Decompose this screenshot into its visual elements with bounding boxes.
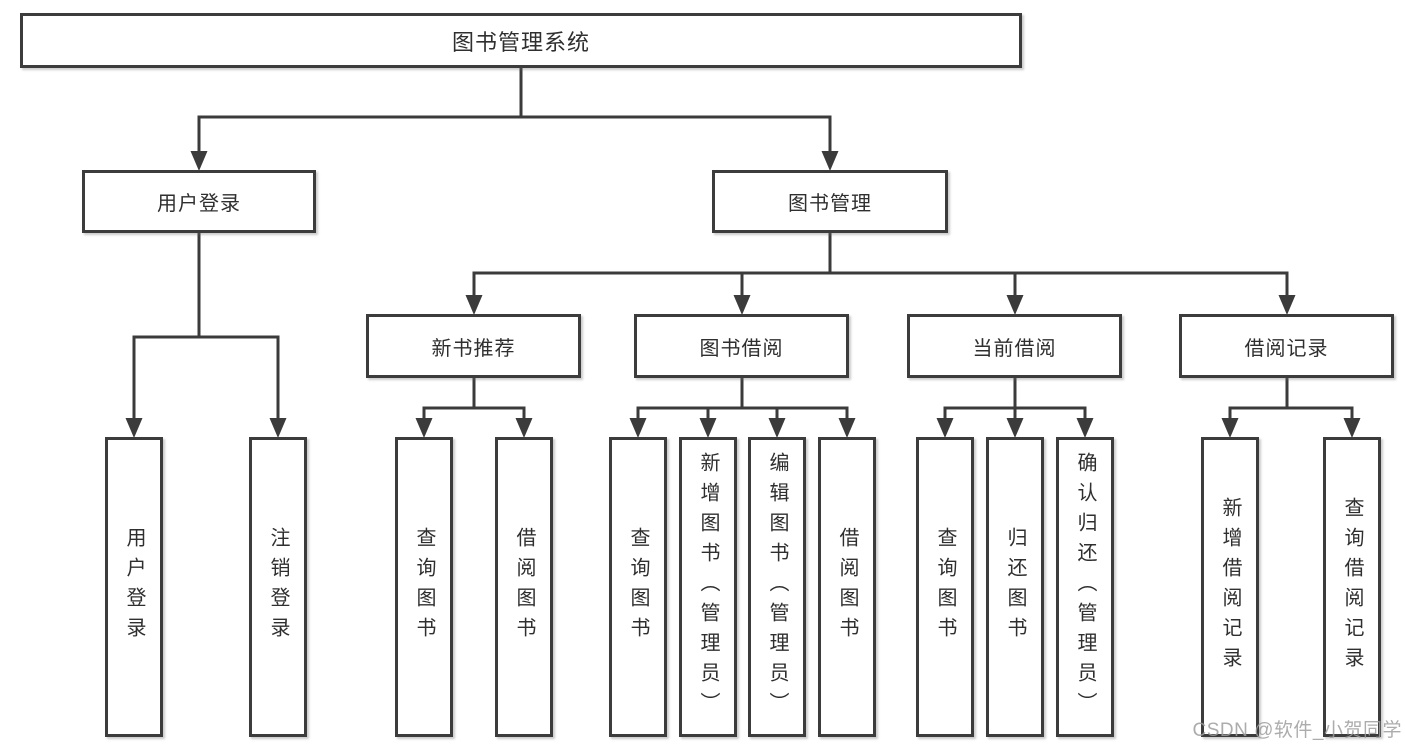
leaf-add-book-admin-label: 新增图书（管理员） xyxy=(697,452,719,722)
node-book-management-branch: 图书管理 xyxy=(712,170,948,233)
csdn-watermark: CSDN @软件_小贺同学 xyxy=(1192,720,1402,741)
leaf-logout: 注销登录 xyxy=(249,437,307,737)
leaf-recommend-query-book-label: 查询图书 xyxy=(413,527,435,647)
node-root-label: 图书管理系统 xyxy=(451,29,590,55)
leaf-user-login-label: 用户登录 xyxy=(123,527,145,647)
leaf-confirm-return-admin-label: 确认归还（管理员） xyxy=(1074,452,1096,722)
node-user-login-branch-label: 用户登录 xyxy=(157,193,241,215)
node-borrow-record: 借阅记录 xyxy=(1179,314,1394,378)
leaf-return-book: 归还图书 xyxy=(986,437,1044,737)
node-book-borrow-label: 图书借阅 xyxy=(699,337,784,360)
node-book-borrow: 图书借阅 xyxy=(634,314,849,378)
node-current-borrow: 当前借阅 xyxy=(907,314,1122,378)
leaf-borrow-book-label: 借阅图书 xyxy=(836,527,858,647)
leaf-borrow-query-book: 查询图书 xyxy=(609,437,667,737)
leaf-add-borrow-record: 新增借阅记录 xyxy=(1201,437,1259,737)
leaf-return-book-label: 归还图书 xyxy=(1004,527,1026,647)
node-book-management-branch-label: 图书管理 xyxy=(788,193,872,215)
leaf-edit-book-admin: 编辑图书（管理员） xyxy=(748,437,806,737)
leaf-add-borrow-record-label: 新增借阅记录 xyxy=(1219,497,1241,677)
node-borrow-record-label: 借阅记录 xyxy=(1244,337,1329,360)
node-user-login-branch: 用户登录 xyxy=(82,170,316,233)
leaf-edit-book-admin-label: 编辑图书（管理员） xyxy=(766,452,788,722)
leaf-user-login: 用户登录 xyxy=(105,437,163,737)
leaf-recommend-query-book: 查询图书 xyxy=(395,437,453,737)
leaf-logout-label: 注销登录 xyxy=(267,527,289,647)
leaf-query-borrow-record-label: 查询借阅记录 xyxy=(1341,497,1363,677)
leaf-confirm-return-admin: 确认归还（管理员） xyxy=(1056,437,1114,737)
leaf-recommend-borrow-book-label: 借阅图书 xyxy=(513,527,535,647)
node-root-system: 图书管理系统 xyxy=(20,13,1022,68)
node-new-book-recommend-label: 新书推荐 xyxy=(431,337,516,360)
leaf-borrow-query-book-label: 查询图书 xyxy=(627,527,649,647)
leaf-query-borrow-record: 查询借阅记录 xyxy=(1323,437,1381,737)
leaf-recommend-borrow-book: 借阅图书 xyxy=(495,437,553,737)
node-current-borrow-label: 当前借阅 xyxy=(972,337,1057,360)
leaf-current-query-book-label: 查询图书 xyxy=(934,527,956,647)
leaf-add-book-admin: 新增图书（管理员） xyxy=(679,437,737,737)
leaf-current-query-book: 查询图书 xyxy=(916,437,974,737)
node-new-book-recommend: 新书推荐 xyxy=(366,314,581,378)
leaf-borrow-book: 借阅图书 xyxy=(818,437,876,737)
